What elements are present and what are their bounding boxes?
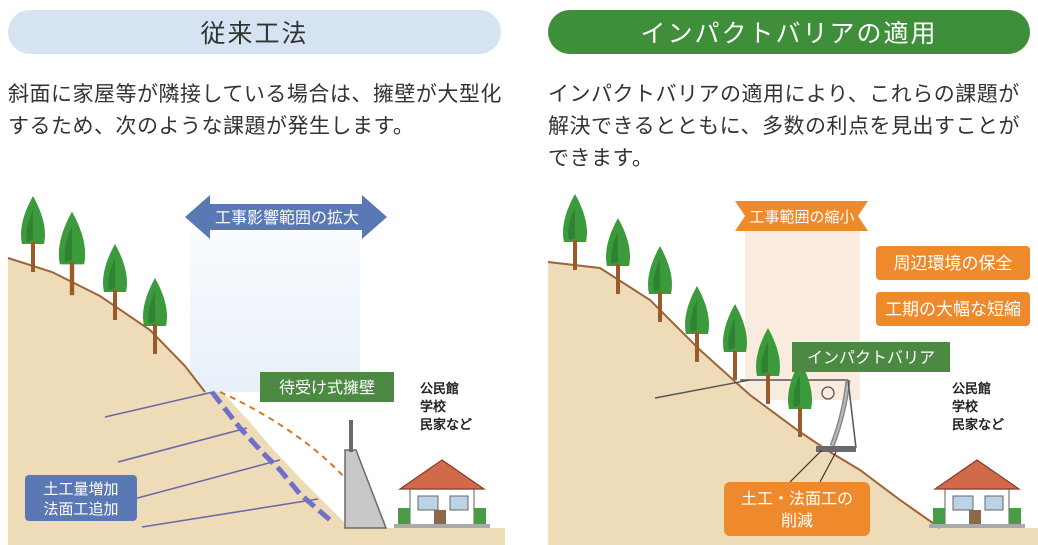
reduction-line-1: 土工・法面工の bbox=[741, 489, 853, 508]
barrier-label: インパクトバリア bbox=[792, 342, 950, 372]
left-slope-line bbox=[7, 257, 206, 393]
left-ground bbox=[8, 258, 505, 545]
benefit-2-text: 工期の大幅な短縮 bbox=[885, 300, 1021, 320]
right-header: インパクトバリアの適用 bbox=[548, 10, 1030, 54]
slope-facing bbox=[210, 390, 332, 522]
right-scene: 工事範囲の縮小 周辺環境の保全 工期の大幅な短縮 インパクトバリア 公民館 学校… bbox=[547, 194, 1038, 545]
left-header: 従来工法 bbox=[8, 10, 501, 54]
building-line-3: 民家など bbox=[952, 417, 1004, 433]
anchor-line bbox=[654, 379, 751, 399]
retaining-wall-fence bbox=[349, 420, 353, 452]
impact-range-label: 工事影響範囲の拡大 bbox=[215, 208, 359, 227]
reduction-label: 土工・法面工の 削減 bbox=[724, 482, 870, 536]
right-ground bbox=[548, 262, 1038, 545]
impact-barrier bbox=[816, 379, 857, 452]
issue-line-2: 法面工追加 bbox=[43, 500, 118, 518]
impact-zone-haze bbox=[190, 232, 360, 392]
issue-label: 土工量増加 法面工追加 bbox=[25, 475, 137, 521]
benefit-1-text: 周辺環境の保全 bbox=[894, 254, 1013, 274]
range-label: 工事範囲の縮小 bbox=[735, 201, 868, 231]
building-line-2: 学校 bbox=[420, 399, 447, 415]
left-description: 斜面に家屋等が隣接している場合は、擁壁が大型化するため、次のような課題が発生しま… bbox=[8, 82, 502, 138]
left-buildings-label: 公民館 学校 民家など bbox=[420, 381, 472, 433]
building-line-1: 公民館 bbox=[952, 381, 991, 397]
issue-line-1: 土工量増加 bbox=[43, 480, 118, 498]
house-icon bbox=[928, 459, 1026, 529]
house-icon bbox=[393, 459, 491, 529]
left-scene: 工事影響範囲の拡大 待受け式擁壁 公民館 学校 民家など 土工量増加 法面工追加 bbox=[7, 195, 505, 545]
benefit-1: 周辺環境の保全 bbox=[876, 246, 1030, 280]
right-description: インパクトバリアの適用により、これらの課題が解決できるとともに、多数の利点を見出… bbox=[548, 82, 1020, 170]
range-label-text: 工事範囲の縮小 bbox=[749, 208, 854, 226]
building-line-2: 学校 bbox=[952, 399, 979, 415]
impact-range-arrow: 工事影響範囲の拡大 bbox=[185, 195, 387, 239]
reduction-line-2: 削減 bbox=[781, 511, 813, 530]
reduction-leaders bbox=[789, 449, 837, 483]
excavation-lines bbox=[104, 391, 319, 528]
tree-icon bbox=[723, 304, 747, 380]
tree-icon bbox=[21, 196, 45, 272]
tree-icon bbox=[563, 194, 587, 270]
wall-label: 待受け式擁壁 bbox=[260, 372, 394, 402]
building-line-1: 公民館 bbox=[420, 381, 459, 397]
wall-label-text: 待受け式擁壁 bbox=[279, 378, 375, 397]
benefit-2: 工期の大幅な短縮 bbox=[876, 292, 1030, 326]
building-line-3: 民家など bbox=[420, 417, 472, 433]
right-buildings-label: 公民館 学校 民家など bbox=[952, 381, 1004, 433]
retaining-wall bbox=[344, 449, 388, 529]
right-slope-line bbox=[547, 261, 941, 529]
barrier-label-text: インパクトバリア bbox=[807, 348, 935, 367]
